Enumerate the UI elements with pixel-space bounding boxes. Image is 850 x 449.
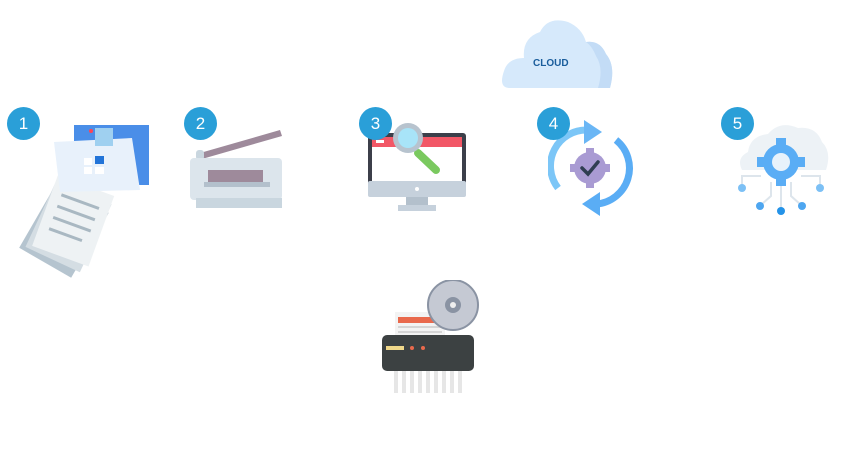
step-1-badge: 1 [7, 107, 40, 140]
shredder-disc-icon [382, 280, 479, 393]
cloud-icon [502, 20, 613, 89]
step-3-badge: 3 [359, 107, 392, 140]
step-4-badge: 4 [537, 107, 570, 140]
cloud-gear-network-icon [738, 125, 829, 215]
cloud-label: CLOUD [533, 58, 569, 69]
scanner-icon [190, 130, 282, 208]
step-5-badge: 5 [721, 107, 754, 140]
sync-gear-icon [548, 120, 633, 216]
documents-folder-icon [19, 125, 149, 278]
monitor-search-icon [368, 123, 466, 211]
step-2-badge: 2 [184, 107, 217, 140]
